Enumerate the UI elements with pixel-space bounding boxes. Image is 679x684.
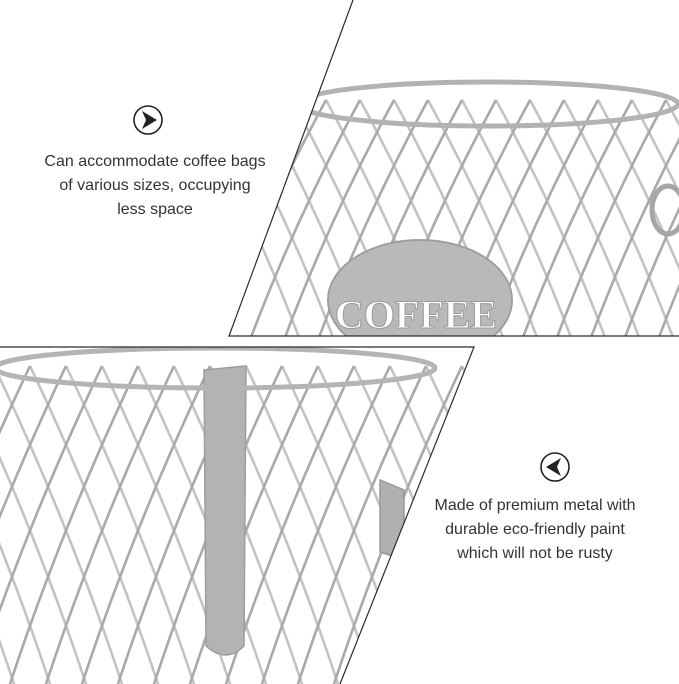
basket-wire [494, 99, 608, 336]
top-basket-photo: COFFEE [228, 0, 679, 337]
basket-wire [0, 365, 54, 684]
basket-wire [630, 99, 679, 336]
basket-wire [6, 365, 140, 684]
basket-wire [64, 365, 198, 684]
basket-wire [588, 99, 679, 336]
callout-line: less space [117, 201, 193, 218]
basket-wire [78, 365, 212, 684]
callout-line: durable eco-friendly paint [445, 521, 625, 538]
basket-wire [424, 365, 474, 684]
basket-wire [520, 99, 634, 336]
basket-wire [656, 99, 679, 336]
callout-text-storage: Can accommodate coffee bags of various s… [0, 150, 310, 222]
basket-wire [248, 99, 362, 336]
basket-wire [0, 365, 90, 684]
basket-wire [294, 365, 428, 684]
basket-wire [42, 365, 176, 684]
basket-wire [426, 99, 540, 336]
basket-wire [282, 99, 396, 336]
basket-wire [0, 365, 126, 684]
basket-wire [0, 365, 32, 684]
bottom-basket-photo [0, 346, 475, 684]
basket-wire [460, 99, 574, 336]
callout-line: of various sizes, occupying [59, 177, 251, 194]
callout-line: which will not be rusty [457, 545, 613, 562]
arrow-right-circle-icon [133, 105, 163, 135]
arrow-left-circle-icon [540, 452, 570, 482]
coffee-plate-text: COFFEE [335, 292, 497, 337]
basket-wire [0, 365, 104, 684]
bottom-basket-rim [0, 347, 438, 391]
basket-wire [562, 99, 676, 336]
basket-wire [596, 99, 679, 336]
basket-wire [0, 365, 18, 684]
basket-wire [528, 99, 642, 336]
basket-wire [186, 365, 320, 684]
callout-line: Made of premium metal with [434, 497, 636, 514]
basket-wire [258, 365, 392, 684]
callout-text-material: Made of premium metal with durable eco-f… [400, 494, 670, 566]
basket-wire [28, 365, 162, 684]
basket-wire [554, 99, 668, 336]
hanging-strap [203, 365, 247, 656]
callout-line: Can accommodate coffee bags [44, 153, 266, 170]
coffee-plate [327, 239, 513, 336]
basket-wire [0, 365, 68, 684]
basket-wire [622, 99, 679, 336]
side-hook-ring [649, 183, 679, 237]
